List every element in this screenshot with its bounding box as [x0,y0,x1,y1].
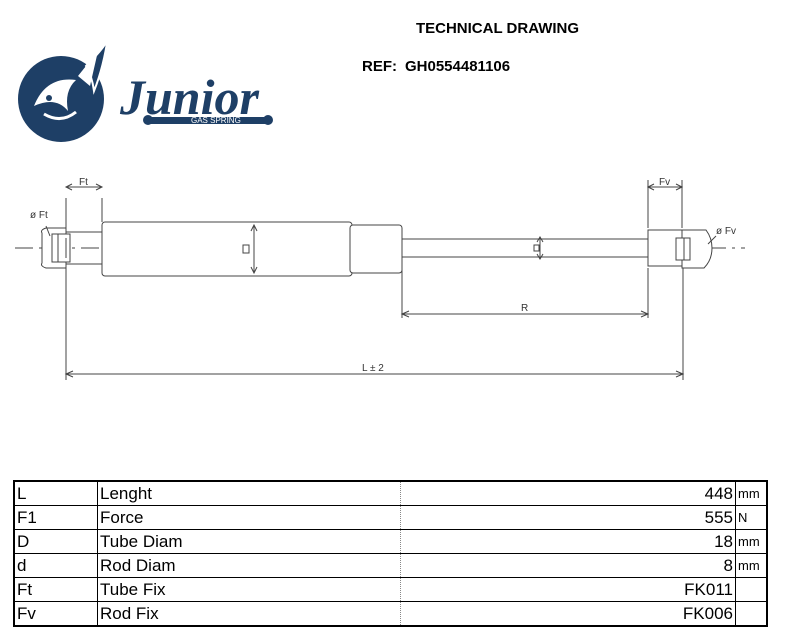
spec-value: FK006 [400,601,736,627]
tube-body [101,221,353,277]
spec-code: Fv [13,601,98,627]
logo-tagline: GAS SPRING [191,116,241,125]
spec-code: D [13,529,98,554]
spec-value: 555 [400,505,736,530]
dim-label-ft: Ft [79,177,88,188]
dim-label-phi-ft: ø Ft [30,210,48,221]
spec-name: Rod Diam [97,553,401,578]
page-title: TECHNICAL DRAWING [415,20,580,37]
spec-code: d [13,553,98,578]
spec-code: F1 [13,505,98,530]
dim-label-r: R [521,303,528,314]
spec-unit [735,601,768,627]
dim-label-fv: Fv [659,177,670,188]
spec-unit [735,577,768,602]
dim-label-l: L ± 2 [362,363,384,374]
reference: REF: GH0554481106 [362,58,518,75]
spec-unit: mm [735,480,768,506]
spec-unit: N [735,505,768,530]
junior-logo: Junior GAS SPRING [18,36,273,142]
ref-value: GH0554481106 [405,58,511,75]
gas-spring-drawing: Ft Fv ø Ft ø Fv R L ± 2 [15,177,745,380]
logo-spring-bar [143,115,273,125]
spec-name: Force [97,505,401,530]
spec-value: 18 [400,529,736,554]
spec-value: 448 [400,480,736,506]
ref-label: REF: [362,58,397,75]
spec-unit: mm [735,553,768,578]
dim-label-phi-fv: ø Fv [716,226,736,237]
eagle-emblem-icon [18,36,110,142]
spec-code: L [13,480,98,506]
spec-code: Ft [13,577,98,602]
spec-name: Lenght [97,480,401,506]
spec-value: 8 [400,553,736,578]
spec-name: Tube Fix [97,577,401,602]
spec-unit: mm [735,529,768,554]
spec-value: FK011 [400,577,736,602]
logo-brand: Junior [119,69,260,125]
piston-rod [401,238,649,258]
spec-name: Tube Diam [97,529,401,554]
spec-name: Rod Fix [97,601,401,627]
tube-seal [349,224,403,274]
